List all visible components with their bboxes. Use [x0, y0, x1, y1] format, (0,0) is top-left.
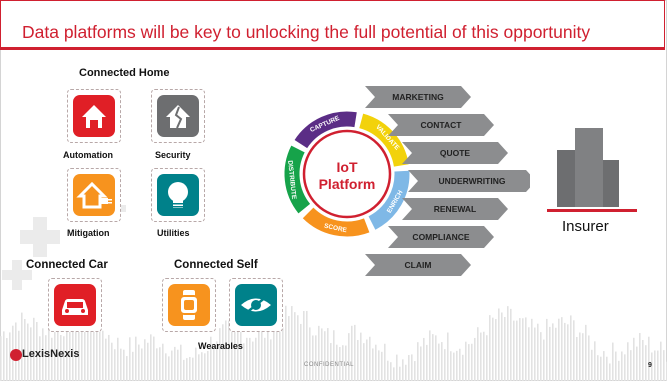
process-chevrons	[365, 86, 530, 276]
chevron-quote	[402, 142, 508, 164]
platform-title-line1: IoT	[337, 159, 358, 175]
bulb-icon	[157, 174, 199, 216]
automation-tile[interactable]	[67, 89, 121, 143]
chevron-label-claim: CLAIM	[404, 260, 432, 270]
connected-car-label: Connected Car	[26, 259, 108, 271]
insurer-label: Insurer	[562, 218, 609, 235]
confidential-label: CONFIDENTIAL	[304, 362, 355, 368]
chevron-compliance	[388, 226, 494, 248]
building-icon	[547, 128, 637, 212]
utilities-tile[interactable]	[151, 168, 205, 222]
ring-segment-score	[302, 207, 370, 237]
lexisnexis-logo-icon	[10, 349, 22, 361]
connected-self-label: Connected Self	[174, 259, 258, 271]
chevron-label-quote: QUOTE	[439, 148, 471, 158]
utilities-label: Utilities	[157, 228, 190, 238]
automation-label: Automation	[63, 150, 113, 160]
ring-segment-distribute	[284, 145, 311, 214]
chevron-label-renewal: RENEWAL	[433, 204, 477, 214]
title-bar	[0, 0, 665, 50]
lexisnexis-logo: LexisNexis	[22, 348, 80, 360]
smartwatch-tile[interactable]	[162, 278, 216, 332]
security-label: Security	[155, 150, 191, 160]
security-tile[interactable]	[151, 89, 205, 143]
connected-car-tile[interactable]	[48, 278, 102, 332]
car-icon	[54, 284, 96, 326]
ring-segment-capture	[294, 111, 357, 149]
chevron-label-marketing: MARKETING	[392, 92, 444, 102]
chevron-label-underwriting: UNDERWRITING	[438, 176, 506, 186]
chevron-underwriting	[408, 170, 530, 192]
broken-house-icon	[157, 95, 199, 137]
page-number: 9	[648, 362, 652, 369]
ring-segment-validate	[358, 113, 409, 167]
chevron-renewal	[402, 198, 508, 220]
ring-label-score: SCORE	[323, 223, 348, 235]
eye-tracker-tile[interactable]	[229, 278, 283, 332]
chevron-label-compliance: COMPLIANCE	[412, 232, 470, 242]
smartwatch-icon	[168, 284, 210, 326]
chevron-label-contact: CONTACT	[420, 120, 462, 130]
connected-home-label: Connected Home	[79, 67, 170, 79]
wearables-label: Wearables	[198, 341, 243, 351]
eye-icon	[235, 284, 277, 326]
mitigation-label: Mitigation	[67, 228, 110, 238]
platform-title-line2: Platform	[319, 176, 376, 192]
slide-title: Data platforms will be key to unlocking …	[22, 22, 591, 42]
ring-segment-enrich	[368, 170, 410, 230]
chevron-marketing	[365, 86, 471, 108]
chevron-claim	[365, 254, 471, 276]
house-plug-icon	[73, 174, 115, 216]
ring-label-distribute: DISTRIBUTE	[286, 160, 297, 200]
house-icon	[73, 95, 115, 137]
mitigation-tile[interactable]	[67, 168, 121, 222]
skyline-background	[0, 305, 667, 381]
chevron-contact	[388, 114, 494, 136]
